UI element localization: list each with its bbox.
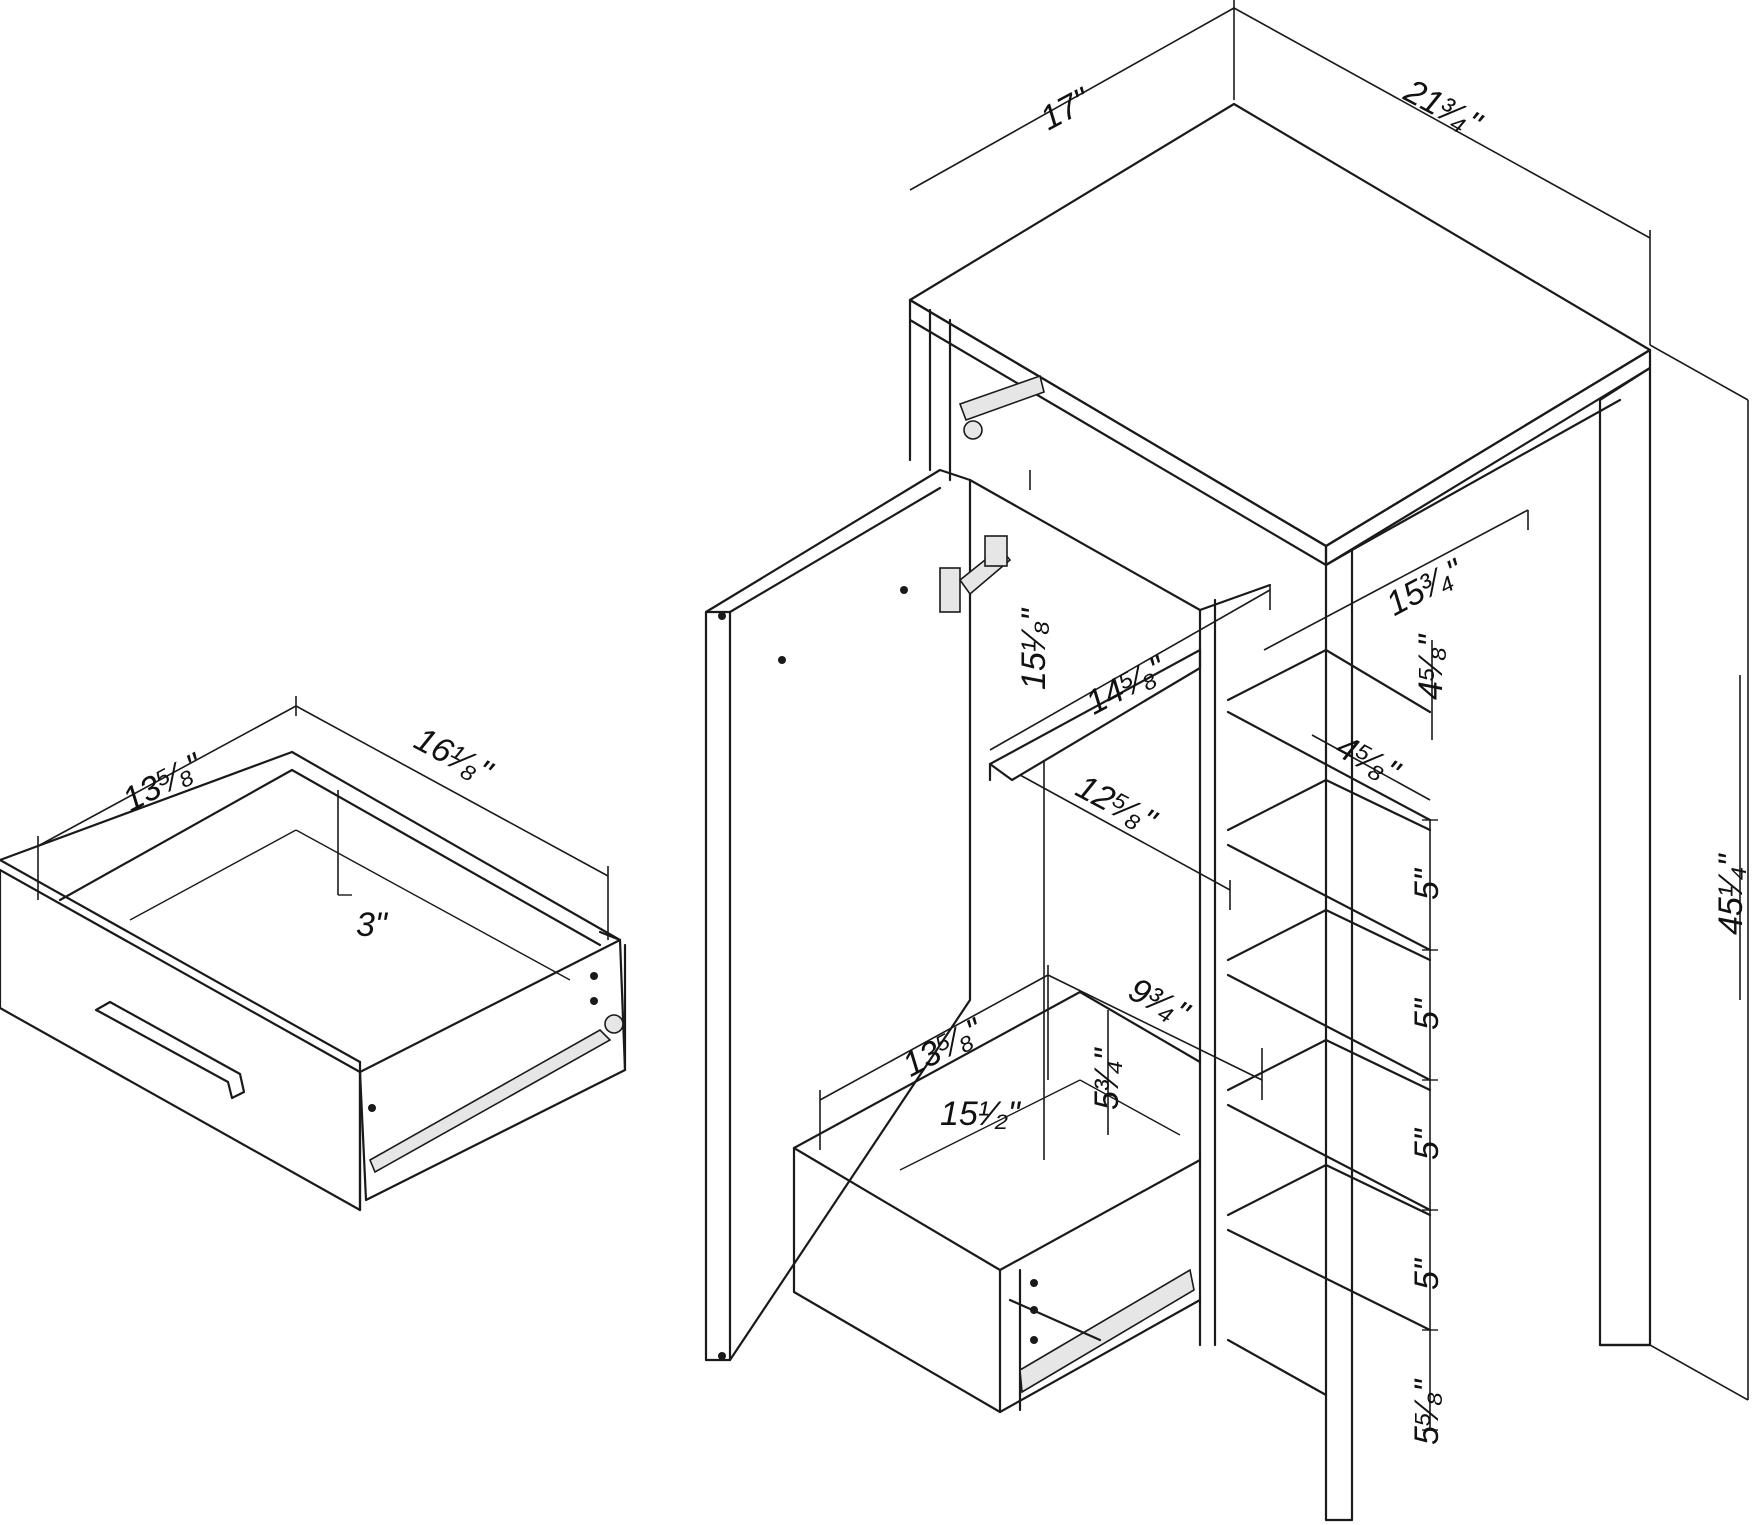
detached-drawer-depth-label: 16¹⁄₈" bbox=[408, 720, 499, 793]
top-shelf-spacing-label: 4⁵⁄₈" bbox=[1412, 633, 1450, 700]
drawer-slide-icon bbox=[368, 1029, 612, 1174]
shelf-spacing-3-label: 5" bbox=[1408, 1127, 1446, 1160]
detached-drawer: 13⁵⁄₈" 16¹⁄₈" 3" bbox=[0, 696, 627, 1212]
shelves bbox=[1226, 648, 1432, 1397]
shelf-width-label: 12⁵⁄₈" bbox=[1070, 768, 1164, 842]
side-top-spacing-label: 4⁵⁄₈" bbox=[1330, 728, 1407, 793]
open-drawer-width-label: 13⁵⁄₈" bbox=[896, 1010, 990, 1084]
hinge-slide-icon bbox=[958, 374, 1045, 422]
cabinet-height-label: 45¹⁄₄" bbox=[1712, 853, 1750, 935]
open-drawer-opening-height-label: 15¹⁄₂" bbox=[940, 1095, 1022, 1133]
shelf-spacing-2-label: 5" bbox=[1408, 997, 1446, 1030]
open-drawer-height-label: 5³⁄₄" bbox=[1088, 1046, 1126, 1110]
door-hinge-icon bbox=[939, 535, 1012, 613]
open-door bbox=[704, 468, 1202, 1362]
bottom-spacing-label: 5⁵⁄₈" bbox=[1408, 1378, 1446, 1445]
door-opening-height-label: 15¹⁄₈" bbox=[1015, 607, 1053, 690]
detached-drawer-width-label: 13⁵⁄₈" bbox=[116, 745, 210, 819]
drawer-slide-icon bbox=[1019, 1268, 1195, 1394]
storage-cabinet: 17" 21³⁄₄" 45¹⁄₄" 15¹⁄₈" 15³⁄₄" 14⁵⁄₈" 1… bbox=[704, 0, 1750, 1522]
cabinet-open-drawer bbox=[792, 990, 1202, 1414]
detached-drawer-height-label: 3" bbox=[356, 906, 389, 944]
shelf-depth-label: 15³⁄₄" bbox=[1380, 551, 1471, 623]
shelf-spacing-1-label: 5" bbox=[1408, 867, 1446, 900]
cabinet-depth-label: 21³⁄₄" bbox=[1397, 72, 1489, 145]
drawer-handle-icon bbox=[94, 1000, 246, 1100]
cabinet-width-label: 17" bbox=[1034, 80, 1098, 138]
shelf-spacing-4-label: 5" bbox=[1408, 1257, 1446, 1290]
roller-icon bbox=[604, 1014, 624, 1034]
